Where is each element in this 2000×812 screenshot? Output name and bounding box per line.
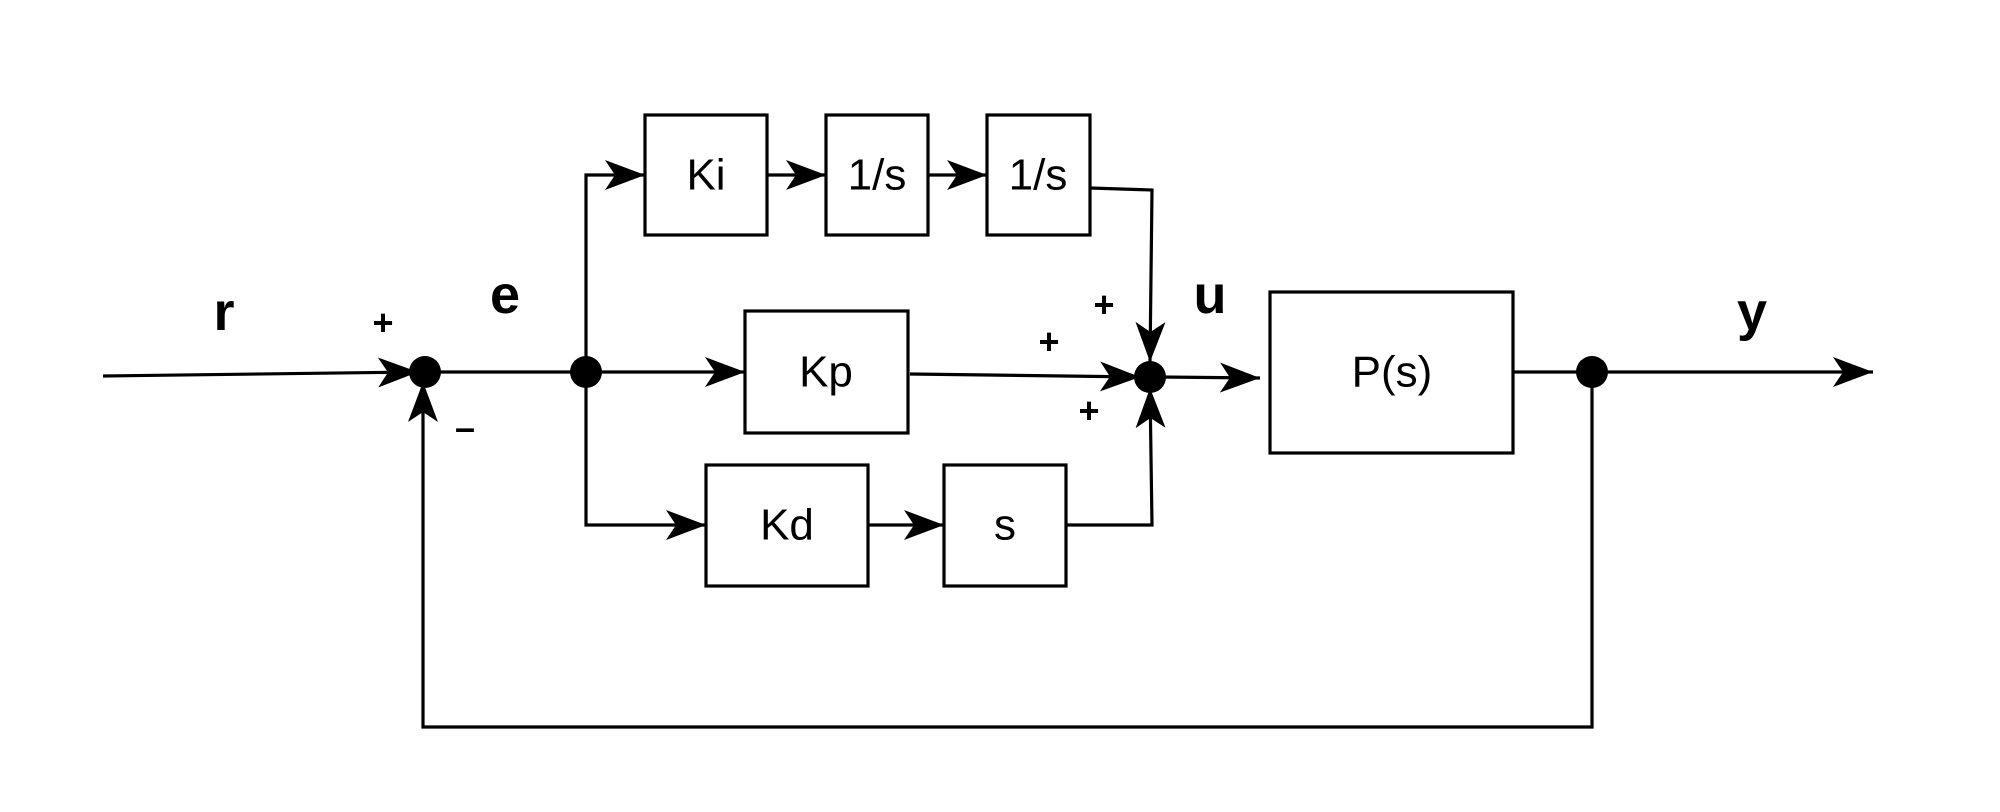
- feedback-wire: [408, 372, 1594, 729]
- derivative-block-label: s: [994, 501, 1016, 550]
- output-signal-label: y: [1737, 282, 1767, 342]
- ki-block-label: Ki: [686, 151, 725, 200]
- control-sum-proportional-sign: +: [1038, 321, 1059, 362]
- integrator-block-2-label: 1/s: [1009, 151, 1068, 200]
- error-branch-point: [570, 356, 602, 388]
- control-sum-integral-sign: +: [1093, 284, 1114, 325]
- control-sum-derivative-sign: +: [1078, 390, 1099, 431]
- error-summing-junction: [409, 356, 441, 388]
- kd-block-label: Kd: [760, 501, 814, 550]
- error-sum-minus-sign: –: [455, 407, 475, 448]
- integral-branch-wire: [584, 160, 645, 372]
- integrator-block-1: 1/s: [824, 113, 930, 237]
- ki-block: Ki: [643, 113, 769, 237]
- reference-wire: [102, 357, 419, 388]
- integral-output-wire: [1089, 186, 1166, 363]
- error-sum-plus-sign: +: [372, 302, 393, 343]
- plant-block: P(s): [1268, 290, 1515, 455]
- control-signal-wire: [1159, 362, 1261, 393]
- wires: [102, 160, 1873, 729]
- derivative-output-wire: [1066, 387, 1166, 527]
- control-summing-junction: [1134, 361, 1166, 393]
- error-signal-label: e: [490, 265, 520, 325]
- plant-block-label: P(s): [1352, 348, 1433, 397]
- kp-block-label: Kp: [799, 348, 853, 397]
- kp-block: Kp: [743, 309, 910, 435]
- reference-signal-label: r: [213, 282, 234, 342]
- kd-block: Kd: [704, 463, 870, 588]
- integrator-block-2: 1/s: [985, 113, 1092, 237]
- control-signal-label: u: [1194, 265, 1227, 325]
- output-branch-point: [1576, 356, 1608, 388]
- derivative-branch-wire: [584, 372, 706, 540]
- proportional-output-wire: [909, 361, 1141, 392]
- derivative-block: s: [942, 463, 1068, 588]
- integrator-block-1-label: 1/s: [848, 151, 907, 200]
